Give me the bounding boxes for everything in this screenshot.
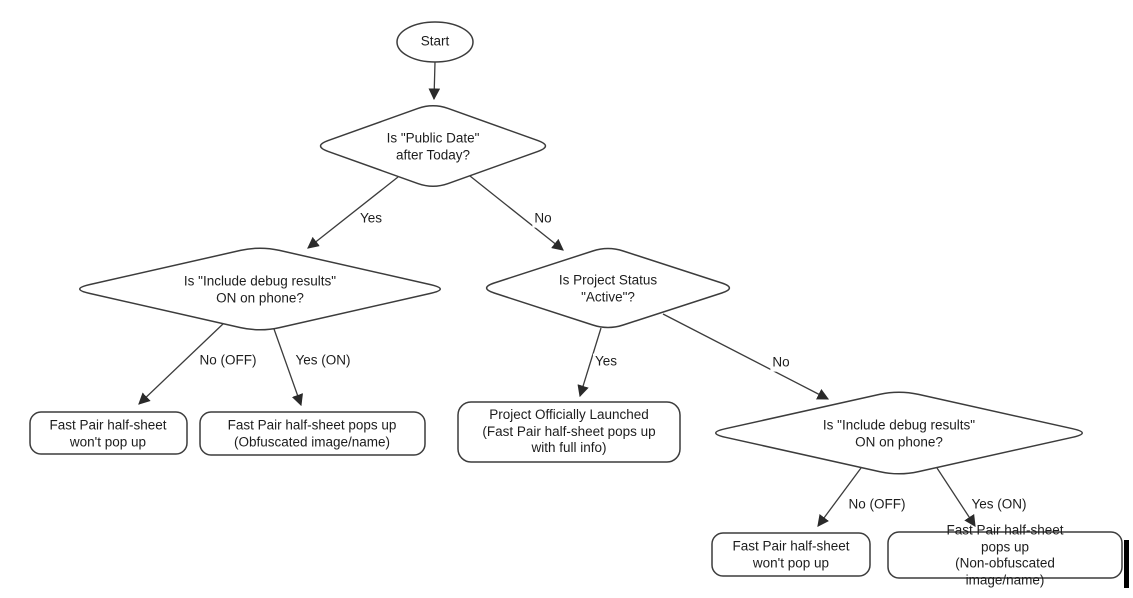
edge-label-debug-left-no: No (OFF) <box>197 352 259 370</box>
decision-debug-left-shape <box>79 247 441 331</box>
result-obfuscated-shape <box>199 411 426 456</box>
result-non-obfuscated-shape <box>887 531 1123 579</box>
decision-debug-right-label: Is "Include debug results" ON on phone? <box>822 417 976 449</box>
result-wont-pop-left-label: Fast Pair half-sheet won't pop up <box>49 417 167 449</box>
decision-debug-right-shape <box>715 391 1083 475</box>
decision-project-status-label: Is Project Status "Active"? <box>558 272 658 304</box>
decision-debug-left-label: Is "Include debug results" ON on phone? <box>183 273 337 305</box>
edge-label-debug-right-no: No (OFF) <box>846 496 908 514</box>
result-obfuscated-label: Fast Pair half-sheet pops up (Obfuscated… <box>227 417 397 449</box>
decision-public-date-label: Is "Public Date" after Today? <box>386 130 480 162</box>
result-wont-pop-right-label: Fast Pair half-sheet won't pop up <box>732 538 850 570</box>
start-terminator-shape <box>396 21 474 63</box>
arrow-public-date-no <box>469 175 564 251</box>
edge-label-debug-left-yes: Yes (ON) <box>293 352 353 370</box>
edge-label-public-date-yes: Yes <box>357 210 385 228</box>
result-launched-label: Project Officially Launched (Fast Pair h… <box>482 406 656 456</box>
edge-label-debug-right-yes: Yes (ON) <box>969 496 1029 514</box>
edge-label-public-date-no: No <box>532 210 554 228</box>
arrow-status-no <box>662 313 830 400</box>
edge-label-status-no: No <box>770 354 792 372</box>
arrow-start-to-public-date <box>428 61 441 101</box>
arrow-debug-right-no <box>817 467 862 527</box>
result-wont-pop-left-shape <box>29 411 188 455</box>
arrow-status-yes <box>577 327 602 398</box>
decision-public-date-shape <box>319 104 547 188</box>
arrow-debug-left-yes <box>273 328 303 407</box>
text-cursor-bar <box>1124 540 1129 588</box>
result-non-obfuscated-label: Fast Pair half-sheet pops up (Non-obfusc… <box>946 522 1064 588</box>
start-label: Start <box>420 33 450 49</box>
arrow-public-date-yes <box>307 176 399 249</box>
arrow-debug-left-no <box>138 322 225 405</box>
result-launched-shape <box>457 401 681 463</box>
edge-label-status-yes: Yes <box>592 353 620 371</box>
decision-project-status-shape <box>485 247 731 329</box>
arrow-debug-right-yes <box>936 467 976 527</box>
result-wont-pop-right-shape <box>711 532 871 577</box>
